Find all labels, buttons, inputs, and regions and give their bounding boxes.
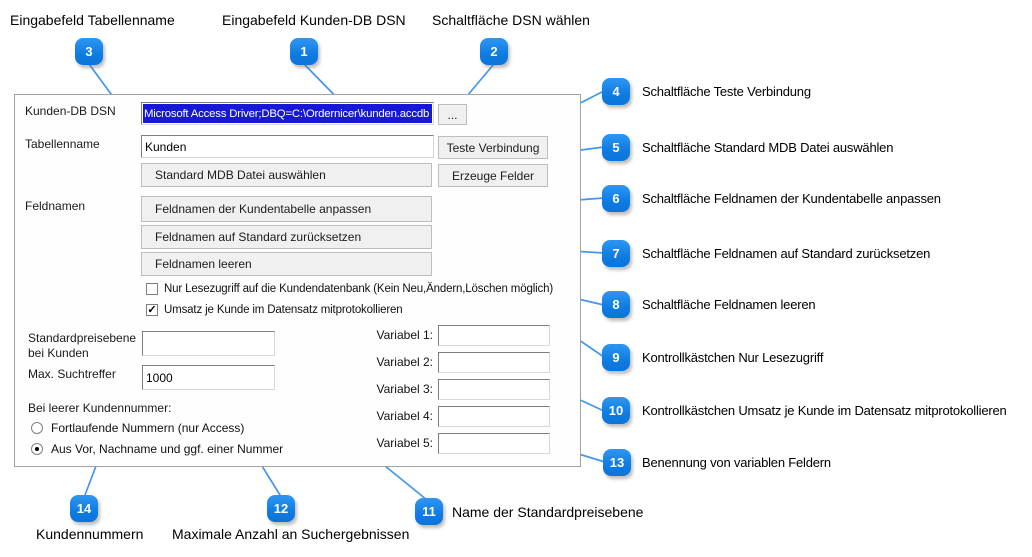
callout-badge-6: 6 [602,185,630,212]
table-name-input[interactable] [141,135,434,158]
callout-badge-11: 11 [415,498,443,525]
dsn-selected-text: Microsoft Access Driver;DBQ=C:\Ordernice… [143,104,432,123]
callout-badge-14: 14 [70,495,98,522]
variable-field-3-input[interactable] [438,379,550,400]
callout-label-variable-felder: Benennung von variablen Feldern [642,455,831,470]
table-name-label: Tabellenname [25,137,100,151]
sequential-number-radio[interactable] [31,422,43,434]
callout-label-standardpreisebene: Name der Standardpreisebene [452,504,644,520]
callout-label-dsn-waehlen: Schaltfläche DSN wählen [432,12,590,28]
callout-label-tabellenname: Eingabefeld Tabellenname [10,12,175,28]
callout-label-teste-verbindung: Schaltfläche Teste Verbindung [642,84,811,99]
variable-field-4-input[interactable] [438,406,550,427]
name-based-number-radio-label: Aus Vor, Nachname und ggf. einer Nummer [51,442,284,456]
variable-field-1-input[interactable] [438,325,550,346]
reset-fieldnames-button[interactable]: Feldnamen auf Standard zurücksetzen [141,225,432,249]
log-revenue-checkbox[interactable]: ✓ [146,304,158,316]
variable-field-4-label: Variabel 4: [376,409,433,423]
max-hits-input[interactable] [142,365,275,390]
variable-field-1-label: Variabel 1: [376,328,433,342]
dsn-input[interactable]: Microsoft Access Driver;DBQ=C:\Ordernice… [141,102,434,125]
callout-label-kunden-db-dsn: Eingabefeld Kunden-DB DSN [222,12,406,28]
browse-dsn-button[interactable]: ... [438,104,467,125]
variable-field-5-input[interactable] [438,433,550,454]
callout-badge-12: 12 [267,495,295,522]
callout-badge-13: 13 [603,449,631,476]
fieldnames-label: Feldnamen [25,199,86,213]
price-level-label-line2: bei Kunden [28,346,89,360]
callout-badge-10: 10 [602,397,630,424]
create-fields-button[interactable]: Erzeuge Felder [438,164,548,187]
sequential-number-radio-label: Fortlaufende Nummern (nur Access) [51,421,245,435]
variable-field-3-label: Variabel 3: [376,382,433,396]
customer-db-settings-dialog: Kunden-DB DSN Microsoft Access Driver;DB… [14,94,581,467]
price-level-label-line1: Standardpreisebene [28,331,137,345]
adjust-fieldnames-button[interactable]: Feldnamen der Kundentabelle anpassen [141,196,432,222]
variable-field-2-label: Variabel 2: [376,355,433,369]
callout-badge-3: 3 [75,38,103,65]
standard-mdb-button[interactable]: Standard MDB Datei auswählen [141,163,432,187]
readonly-checkbox[interactable] [146,283,158,295]
callout-badge-9: 9 [602,344,630,371]
readonly-checkbox-label: Nur Lesezugriff auf die Kundendatenbank … [164,283,554,295]
clear-fieldnames-button[interactable]: Feldnamen leeren [141,252,432,276]
variable-field-5-label: Variabel 5: [376,436,433,450]
callout-label-max-suchergebnisse: Maximale Anzahl an Suchergebnissen [172,526,410,542]
callout-label-feldnamen-leeren: Schaltfläche Feldnamen leeren [642,297,816,312]
callout-badge-4: 4 [602,78,630,105]
callout-badge-7: 7 [602,240,630,267]
callout-badge-1: 1 [290,38,318,65]
callout-badge-8: 8 [602,291,630,318]
callout-label-nur-lesezugriff: Kontrollkästchen Nur Lesezugriff [642,350,824,365]
test-connection-button[interactable]: Teste Verbindung [438,136,548,159]
log-revenue-checkbox-label: Umsatz je Kunde im Datensatz mitprotokol… [164,304,403,316]
max-hits-label: Max. Suchtreffer [28,367,116,381]
callout-badge-5: 5 [602,134,630,161]
callout-label-feldnamen-zuruecksetzen: Schaltfläche Feldnamen auf Standard zurü… [642,246,931,261]
variable-field-2-input[interactable] [438,352,550,373]
callout-label-standard-mdb: Schaltfläche Standard MDB Datei auswähle… [642,140,894,155]
callout-label-umsatz-mitprotokollieren: Kontrollkästchen Umsatz je Kunde im Date… [642,403,1007,418]
empty-customer-number-label: Bei leerer Kundennummer: [28,401,172,415]
dsn-label: Kunden-DB DSN [25,104,116,118]
callout-badge-2: 2 [480,38,508,65]
name-based-number-radio[interactable] [31,443,43,455]
callout-label-feldnamen-anpassen: Schaltfläche Feldnamen der Kundentabelle… [642,191,941,206]
callout-label-kundennummern: Kundennummern [36,526,144,542]
price-level-input[interactable] [142,331,275,356]
